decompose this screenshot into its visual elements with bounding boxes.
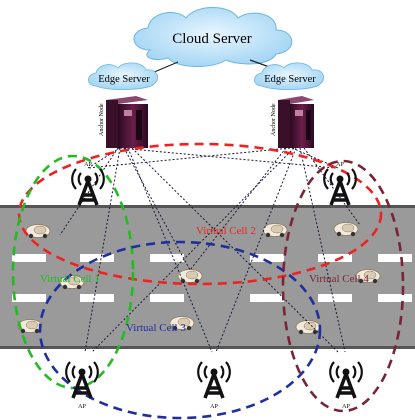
ap-label: AP — [78, 404, 86, 410]
edge-server-label: Edge Server — [98, 74, 150, 85]
edge-server-left: Edge Server Anchor Node — [88, 62, 159, 148]
vehicle-car — [177, 269, 203, 284]
antenna-tower-icon — [322, 167, 358, 207]
anchor-node-label: Anchor Node — [271, 103, 277, 136]
ap-top-left: AP — [70, 162, 106, 207]
server-rack-icon — [106, 96, 148, 148]
virtual-cell-3-boundary — [38, 240, 322, 420]
ap-label: AP — [342, 404, 350, 410]
cloud-server: Cloud Server — [133, 7, 293, 68]
antenna-tower-icon — [64, 360, 100, 400]
antenna-tower-icon — [196, 360, 232, 400]
cloud-icon — [88, 62, 159, 90]
virtual-cell-2-label: Virtual Cell 2 — [196, 225, 256, 237]
ap-bottom-middle: AP — [196, 360, 232, 410]
ap-bottom-right: AP — [328, 360, 364, 410]
virtual-cell-2-boundary — [17, 142, 383, 286]
vehicle-car — [17, 319, 43, 334]
ap-label: AP — [210, 404, 218, 410]
access-points: AP AP AP AP AP — [64, 162, 364, 410]
lane-markings — [12, 254, 412, 302]
virtual-cells — [11, 142, 405, 420]
virtual-cell-4-label: Virtual Cell 4 — [309, 273, 369, 285]
cloud-icon — [133, 7, 293, 68]
ap-top-right: AP — [322, 162, 358, 207]
cloud-icon — [254, 62, 325, 90]
virtual-cell-3-label: Virtual Cell 3 — [126, 322, 186, 334]
vehicle-car — [295, 320, 321, 335]
server-rack-icon — [278, 96, 314, 148]
virtual-cell-4-boundary — [281, 159, 405, 413]
edge-ap-links — [59, 147, 361, 353]
virtual-cell-1-label: Virtual Cell 1 — [40, 273, 100, 285]
antenna-tower-icon — [70, 167, 106, 207]
cell-labels: Virtual Cell 2 Virtual Cell 1 Virtual Ce… — [40, 225, 369, 334]
antenna-tower-icon — [328, 360, 364, 400]
edge-server-label: Edge Server — [264, 74, 316, 85]
anchor-node-label: Anchor Node — [99, 103, 105, 136]
vehicle-car — [262, 223, 288, 238]
cloud-server-label: Cloud Server — [172, 31, 252, 47]
ap-label: AP — [84, 162, 92, 168]
vehicle-car — [333, 222, 359, 237]
edge-server-right: Edge Server Anchor Node — [254, 62, 325, 148]
ap-label: AP — [336, 162, 344, 168]
vehicle-car — [25, 224, 51, 239]
ap-bottom-left: AP — [64, 360, 100, 410]
